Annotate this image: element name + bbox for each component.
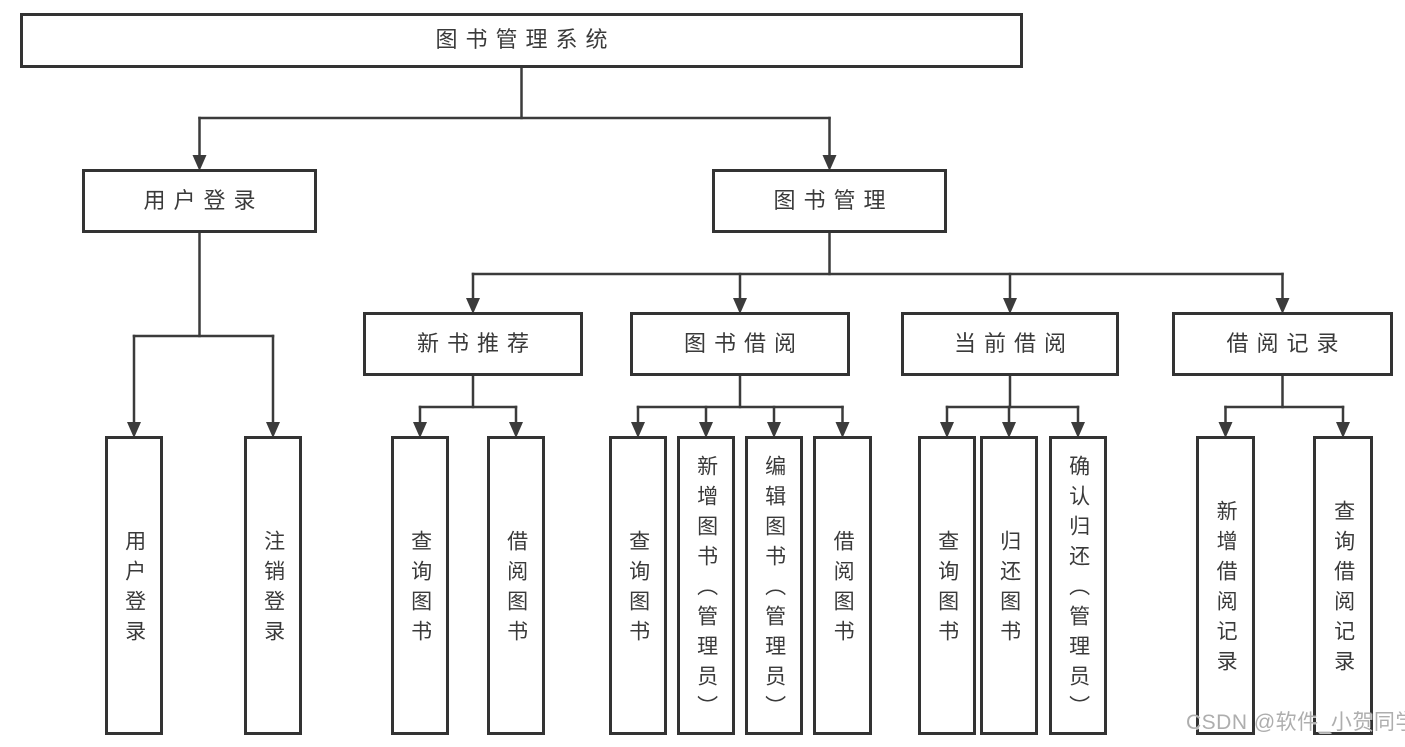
arrowhead-down: [631, 422, 645, 438]
arrowhead-down: [767, 422, 781, 438]
arrowhead-down: [413, 422, 427, 438]
node-label-new-book-recommend: 新书推荐: [416, 330, 537, 356]
arrowhead-down: [1071, 422, 1085, 438]
node-leaf-his-add-record: 新增借阅记录: [1196, 436, 1255, 735]
arrowhead-down: [1336, 422, 1350, 438]
node-leaf-cur-return-books: 归还图书: [980, 436, 1038, 735]
node-leaf-bor-edit-books: 编辑图书（管理员）: [745, 436, 803, 735]
edges-from-borrow-records: [1218, 374, 1350, 438]
node-current-borrow: 当前借阅: [901, 312, 1119, 376]
node-label-leaf-user-login: 用户登录: [122, 530, 146, 650]
node-label-book-borrow: 图书借阅: [683, 330, 804, 356]
arrowhead-down: [509, 422, 523, 438]
arrowhead-down: [1218, 422, 1233, 438]
arrowhead-down: [835, 422, 850, 438]
node-leaf-rec-borrow-books: 借阅图书: [487, 436, 545, 735]
node-label-leaf-his-add-record: 新增借阅记录: [1214, 500, 1238, 680]
node-book-borrow: 图书借阅: [630, 312, 850, 376]
node-label-leaf-rec-query-books: 查询图书: [408, 530, 432, 650]
arrowhead-down: [1275, 298, 1290, 314]
node-book-management: 图书管理: [712, 169, 947, 233]
node-leaf-bor-query-books: 查询图书: [609, 436, 667, 735]
arrowhead-down: [266, 422, 280, 438]
edges-from-system: [192, 66, 837, 171]
arrowhead-down: [1003, 298, 1017, 314]
node-label-leaf-bor-borrow-books: 借阅图书: [831, 530, 855, 650]
edges-from-new-book-recommend: [413, 374, 523, 438]
node-label-leaf-logout: 注销登录: [261, 530, 285, 650]
node-system: 图书管理系统: [20, 13, 1023, 68]
arrowhead-down: [822, 155, 837, 171]
node-leaf-user-login: 用户登录: [105, 436, 163, 735]
csdn-watermark: CSDN @软件_小贺同学: [1186, 711, 1405, 734]
node-label-leaf-cur-return-books: 归还图书: [997, 530, 1021, 650]
node-label-borrow-records: 借阅记录: [1226, 330, 1347, 356]
arrowhead-down: [1002, 422, 1016, 438]
node-leaf-logout: 注销登录: [244, 436, 302, 735]
node-leaf-cur-confirm-return: 确认归还（管理员）: [1049, 436, 1107, 735]
node-label-book-management: 图书管理: [773, 187, 894, 213]
arrowhead-down: [127, 422, 141, 438]
node-label-leaf-his-query-record: 查询借阅记录: [1331, 500, 1355, 680]
arrowhead-down: [940, 422, 954, 438]
node-label-user-login: 用户登录: [143, 187, 264, 213]
node-borrow-records: 借阅记录: [1172, 312, 1393, 376]
node-label-leaf-rec-borrow-books: 借阅图书: [504, 530, 528, 650]
node-new-book-recommend: 新书推荐: [363, 312, 583, 376]
edges-from-current-borrow: [940, 374, 1085, 438]
node-leaf-rec-query-books: 查询图书: [391, 436, 449, 735]
node-label-system: 图书管理系统: [435, 27, 616, 53]
node-label-leaf-bor-query-books: 查询图书: [626, 530, 650, 650]
node-label-leaf-bor-edit-books: 编辑图书（管理员）: [762, 455, 786, 725]
node-label-leaf-cur-query-books: 查询图书: [935, 530, 959, 650]
arrowhead-down: [733, 298, 747, 314]
node-leaf-cur-query-books: 查询图书: [918, 436, 976, 735]
edges-from-book-management: [466, 231, 1290, 314]
node-user-login: 用户登录: [82, 169, 317, 233]
arrowhead-down: [699, 422, 713, 438]
node-leaf-his-query-record: 查询借阅记录: [1313, 436, 1373, 735]
edges-from-book-borrow: [631, 374, 850, 438]
node-label-leaf-bor-add-books: 新增图书（管理员）: [694, 455, 718, 725]
node-label-current-borrow: 当前借阅: [953, 330, 1074, 356]
node-leaf-bor-add-books: 新增图书（管理员）: [677, 436, 735, 735]
arrowhead-down: [466, 298, 480, 314]
node-label-leaf-cur-confirm-return: 确认归还（管理员）: [1066, 455, 1090, 725]
arrowhead-down: [192, 155, 207, 171]
edges-from-user-login: [127, 231, 280, 438]
node-leaf-bor-borrow-books: 借阅图书: [813, 436, 872, 735]
